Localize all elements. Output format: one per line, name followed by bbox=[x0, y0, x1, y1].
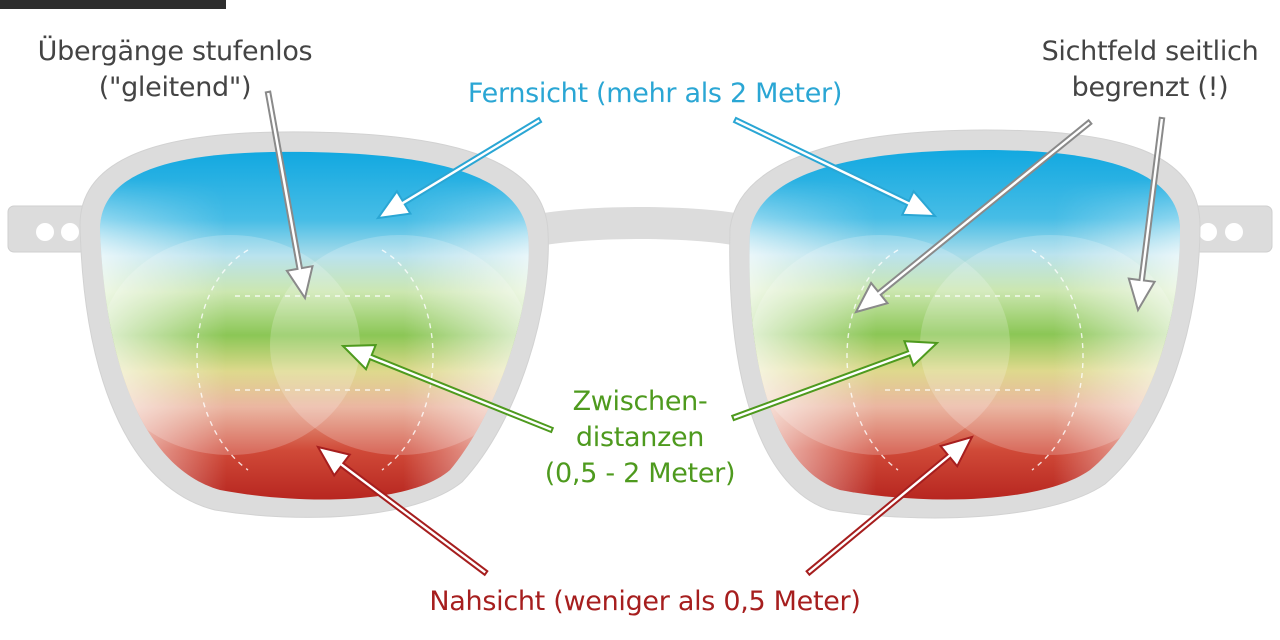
hinge-rivet bbox=[1225, 223, 1243, 241]
hinge-rivet bbox=[1199, 223, 1217, 241]
arrow-distance-left bbox=[375, 116, 543, 220]
label-intermediate-line-3: (0,5 - 2 Meter) bbox=[544, 458, 736, 489]
label-field-of-view: Sichtfeld seitlich begrenzt (!) bbox=[1030, 34, 1270, 106]
lens-right bbox=[749, 150, 1180, 500]
lens-left bbox=[100, 151, 529, 500]
label-transitions-line-2: ("gleitend") bbox=[98, 72, 252, 103]
label-distance-vision: Fernsicht (mehr als 2 Meter) bbox=[455, 76, 855, 112]
label-intermediate-line-2: distanzen bbox=[575, 422, 705, 453]
arrow-intermediate-left bbox=[340, 344, 555, 434]
arrow-distance-right bbox=[732, 116, 938, 218]
hinge-rivet bbox=[36, 223, 54, 241]
arrow-intermediate-right bbox=[730, 340, 940, 422]
label-intermediate-vision: Zwischen- distanzen (0,5 - 2 Meter) bbox=[520, 384, 760, 492]
hinge-rivet bbox=[61, 223, 79, 241]
frame-bridge bbox=[528, 207, 752, 248]
arrow-fov-left bbox=[854, 118, 1093, 314]
label-field-of-view-line-2: begrenzt (!) bbox=[1071, 72, 1229, 103]
label-transitions-line-1: Übergänge stufenlos bbox=[37, 36, 313, 67]
arrow-transitions bbox=[264, 90, 314, 301]
label-distance-vision-text: Fernsicht (mehr als 2 Meter) bbox=[467, 78, 843, 109]
arrow-fov-right bbox=[1127, 116, 1166, 313]
label-field-of-view-line-1: Sichtfeld seitlich bbox=[1041, 36, 1259, 67]
arrow-near-left bbox=[315, 445, 489, 577]
label-transitions: Übergänge stufenlos ("gleitend") bbox=[30, 34, 320, 106]
label-near-vision: Nahsicht (weniger als 0,5 Meter) bbox=[410, 584, 880, 620]
label-near-vision-text: Nahsicht (weniger als 0,5 Meter) bbox=[429, 586, 861, 617]
label-intermediate-line-1: Zwischen- bbox=[572, 386, 708, 417]
arrow-near-right bbox=[805, 435, 974, 577]
corner-tab bbox=[0, 0, 226, 9]
callout-arrows bbox=[264, 90, 1166, 577]
